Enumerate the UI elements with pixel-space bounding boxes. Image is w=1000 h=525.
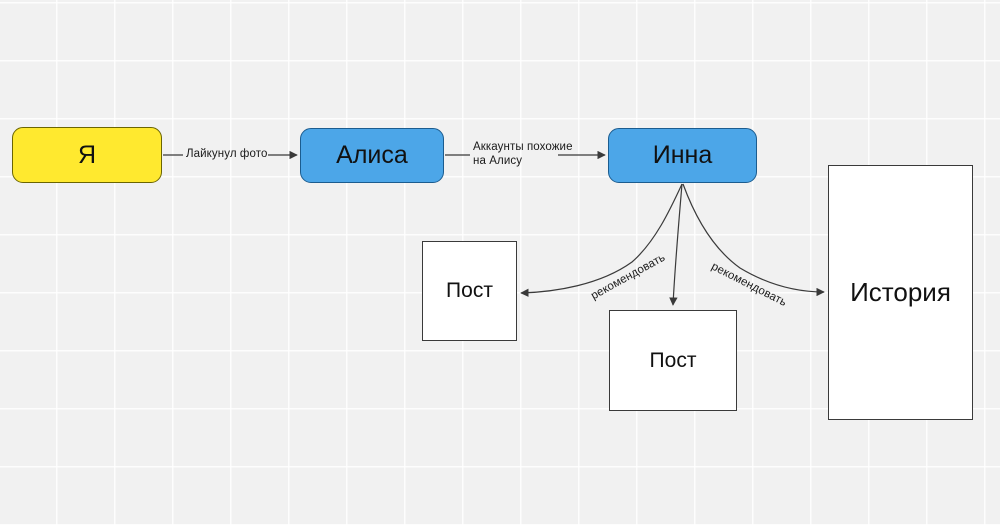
- edge-inna-to-post1: [520, 183, 683, 297]
- node-inna-label: Инна: [652, 141, 713, 169]
- node-post-center[interactable]: Пост: [609, 310, 737, 411]
- node-me[interactable]: Я: [12, 127, 162, 183]
- node-me-label: Я: [77, 140, 97, 169]
- node-story-label: История: [850, 277, 951, 307]
- node-post-left-label: Пост: [446, 279, 493, 302]
- node-post-center-label: Пост: [649, 348, 697, 372]
- edge-label-similar-accounts-line1: Аккаунты похожие: [473, 141, 573, 153]
- edge-label-similar-accounts: Аккаунты похожие на Алису: [473, 140, 598, 168]
- edge-label-liked-photo: Лайкунул фото: [186, 148, 268, 160]
- edge-label-recommend-right: рекомендовать: [709, 260, 789, 309]
- node-alisa-label: Алиса: [336, 141, 408, 169]
- node-inna[interactable]: Инна: [608, 128, 757, 183]
- node-story[interactable]: История: [828, 165, 973, 420]
- edge-inna-to-story: [682, 183, 825, 297]
- node-alisa[interactable]: Алиса: [300, 128, 444, 183]
- edge-inna-to-post2: [669, 183, 683, 306]
- node-post-left[interactable]: Пост: [422, 241, 517, 341]
- edge-label-similar-accounts-line2: на Алису: [473, 155, 523, 167]
- edge-label-recommend-left: рекомендовать: [589, 251, 668, 303]
